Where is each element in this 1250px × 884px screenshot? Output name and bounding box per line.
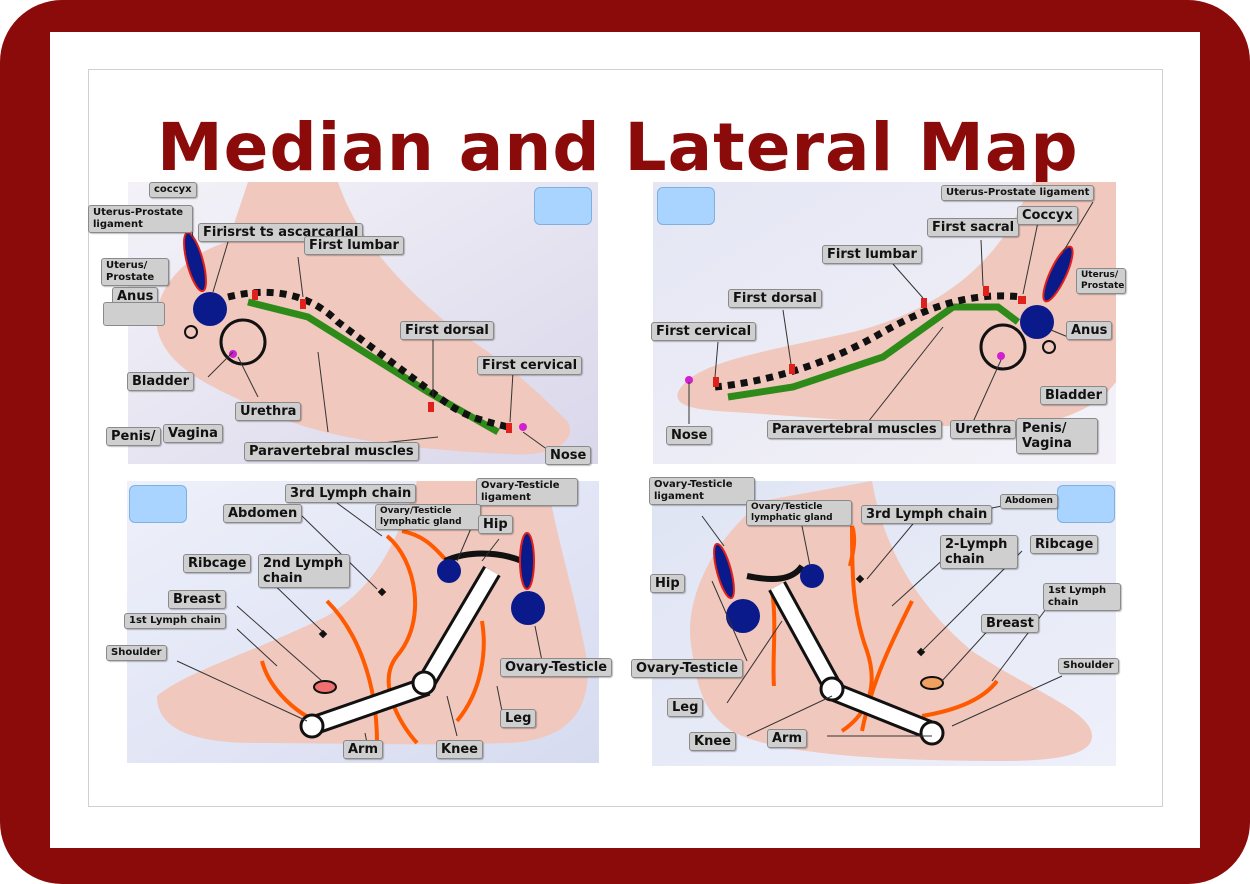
spine-dashed-line bbox=[714, 292, 1024, 391]
foot-shape bbox=[690, 481, 1092, 761]
label-arm: Arm bbox=[767, 729, 808, 748]
label-paravertebral-muscles: Paravertebral muscles bbox=[244, 442, 419, 461]
label-urethra: Urethra bbox=[235, 402, 302, 421]
label-third-lymph-chain: 3rd Lymph chain bbox=[285, 484, 417, 503]
blue-label-chip bbox=[1057, 485, 1115, 523]
label-ovary-lymphatic-gland: Ovary/Testicle lymphatic gland bbox=[746, 500, 852, 526]
label-first-lumbar: First lumbar bbox=[304, 236, 404, 255]
nose-dot bbox=[519, 423, 527, 431]
label-knee: Knee bbox=[436, 740, 483, 759]
limb-linkage bbox=[746, 564, 945, 746]
bladder-ring bbox=[219, 318, 267, 366]
uterus-organ bbox=[1042, 245, 1074, 303]
label-uterus-prostate-ligament: Uterus-Prostate ligament bbox=[941, 185, 1095, 201]
label-anus: Anus bbox=[1066, 321, 1113, 340]
label-first-lumbar: First lumbar bbox=[822, 245, 922, 264]
ligament-organ bbox=[519, 532, 535, 590]
label-coccyx: coccyx bbox=[149, 182, 197, 198]
ligament-organ bbox=[713, 542, 735, 600]
label-hip: Hip bbox=[650, 574, 685, 593]
label-blank-box bbox=[103, 302, 165, 326]
blue-label-chip bbox=[534, 187, 592, 225]
foot-shape bbox=[677, 182, 1116, 427]
label-uterus-prostate: Uterus/ Prostate bbox=[101, 258, 169, 286]
label-second-lymph-chain: 2-Lymph chain bbox=[940, 535, 1018, 569]
page-title: Median and Lateral Map bbox=[157, 109, 1079, 186]
label-first-dorsal: First dorsal bbox=[728, 289, 822, 308]
label-ovary-testicle: Ovary-Testicle bbox=[631, 659, 744, 678]
label-abdomen: Abdomen bbox=[223, 504, 303, 523]
label-uterus-prostate-ligament: Uterus-Prostate ligament bbox=[88, 205, 193, 233]
label-knee: Knee bbox=[689, 732, 736, 751]
label-penis-vagina: Penis/ Vagina bbox=[1016, 418, 1098, 454]
label-hip: Hip bbox=[478, 515, 513, 534]
label-ribcage: Ribcage bbox=[1030, 535, 1099, 554]
label-penis: Penis/ bbox=[106, 427, 161, 446]
limb-linkage bbox=[299, 550, 524, 739]
nose-dot bbox=[685, 376, 693, 384]
uterus-organ bbox=[183, 231, 207, 293]
label-ovary-testicle-ligament: Ovary-Testicle ligament bbox=[476, 478, 578, 506]
medial-spine-drawing bbox=[128, 182, 598, 464]
label-first-cervical: First cervical bbox=[477, 356, 583, 375]
label-leg: Leg bbox=[667, 698, 704, 717]
anus-organ bbox=[193, 292, 227, 326]
label-breast: Breast bbox=[168, 590, 226, 609]
label-ovary-testicle: Ovary-Testicle bbox=[500, 658, 613, 677]
label-coccyx: Coccyx bbox=[1017, 206, 1078, 225]
breast-mark bbox=[920, 676, 944, 690]
spine-dashed-line bbox=[227, 288, 509, 431]
label-shoulder: Shoulder bbox=[1058, 658, 1119, 674]
label-shoulder: Shoulder bbox=[106, 645, 167, 661]
label-ribcage: Ribcage bbox=[183, 554, 252, 573]
foot-shape bbox=[156, 182, 570, 455]
label-bladder: Bladder bbox=[1040, 386, 1107, 405]
label-abdomen: Abdomen bbox=[1000, 494, 1058, 509]
spine-green-line bbox=[727, 303, 1021, 401]
label-first-dorsal: First dorsal bbox=[400, 321, 494, 340]
lymph-gland bbox=[800, 564, 824, 588]
label-urethra: Urethra bbox=[950, 420, 1017, 439]
panel-medial-spine bbox=[128, 182, 598, 464]
label-third-lymph-chain: 3rd Lymph chain bbox=[861, 505, 993, 524]
spine-green-line bbox=[247, 298, 500, 436]
lymph-gland bbox=[437, 559, 461, 583]
vagina-dot bbox=[997, 352, 1005, 360]
label-first-lymph-chain: 1st Lymph chain bbox=[124, 613, 226, 629]
label-arm: Arm bbox=[343, 740, 384, 759]
anus-organ bbox=[1020, 305, 1054, 339]
label-nose: Nose bbox=[666, 426, 713, 445]
label-leg: Leg bbox=[500, 709, 537, 728]
blue-label-chip bbox=[657, 187, 715, 225]
breast-mark bbox=[313, 680, 337, 694]
label-first-cervical: First cervical bbox=[651, 322, 757, 341]
label-paravertebral-muscles: Paravertebral muscles bbox=[767, 420, 942, 439]
label-uterus-prostate: Uterus/ Prostate bbox=[1076, 268, 1126, 294]
ovary-organ bbox=[511, 591, 545, 625]
blue-label-chip bbox=[129, 485, 187, 523]
label-bladder: Bladder bbox=[127, 372, 194, 391]
vagina-dot bbox=[229, 350, 237, 358]
label-vagina: Vagina bbox=[163, 424, 223, 443]
label-second-lymph-chain: 2nd Lymph chain bbox=[258, 554, 350, 588]
bladder-ring bbox=[979, 323, 1027, 371]
label-ovary-lymphatic-gland: Ovary/Testicle lymphatic gland bbox=[375, 504, 481, 530]
label-first-sacral: First sacral bbox=[927, 218, 1020, 237]
label-nose: Nose bbox=[545, 446, 592, 465]
label-ovary-testicle-ligament: Ovary-Testicle ligament bbox=[649, 477, 755, 505]
label-breast: Breast bbox=[981, 614, 1039, 633]
ovary-organ bbox=[726, 599, 760, 633]
label-first-lymph-chain: 1st Lymph chain bbox=[1043, 583, 1121, 611]
